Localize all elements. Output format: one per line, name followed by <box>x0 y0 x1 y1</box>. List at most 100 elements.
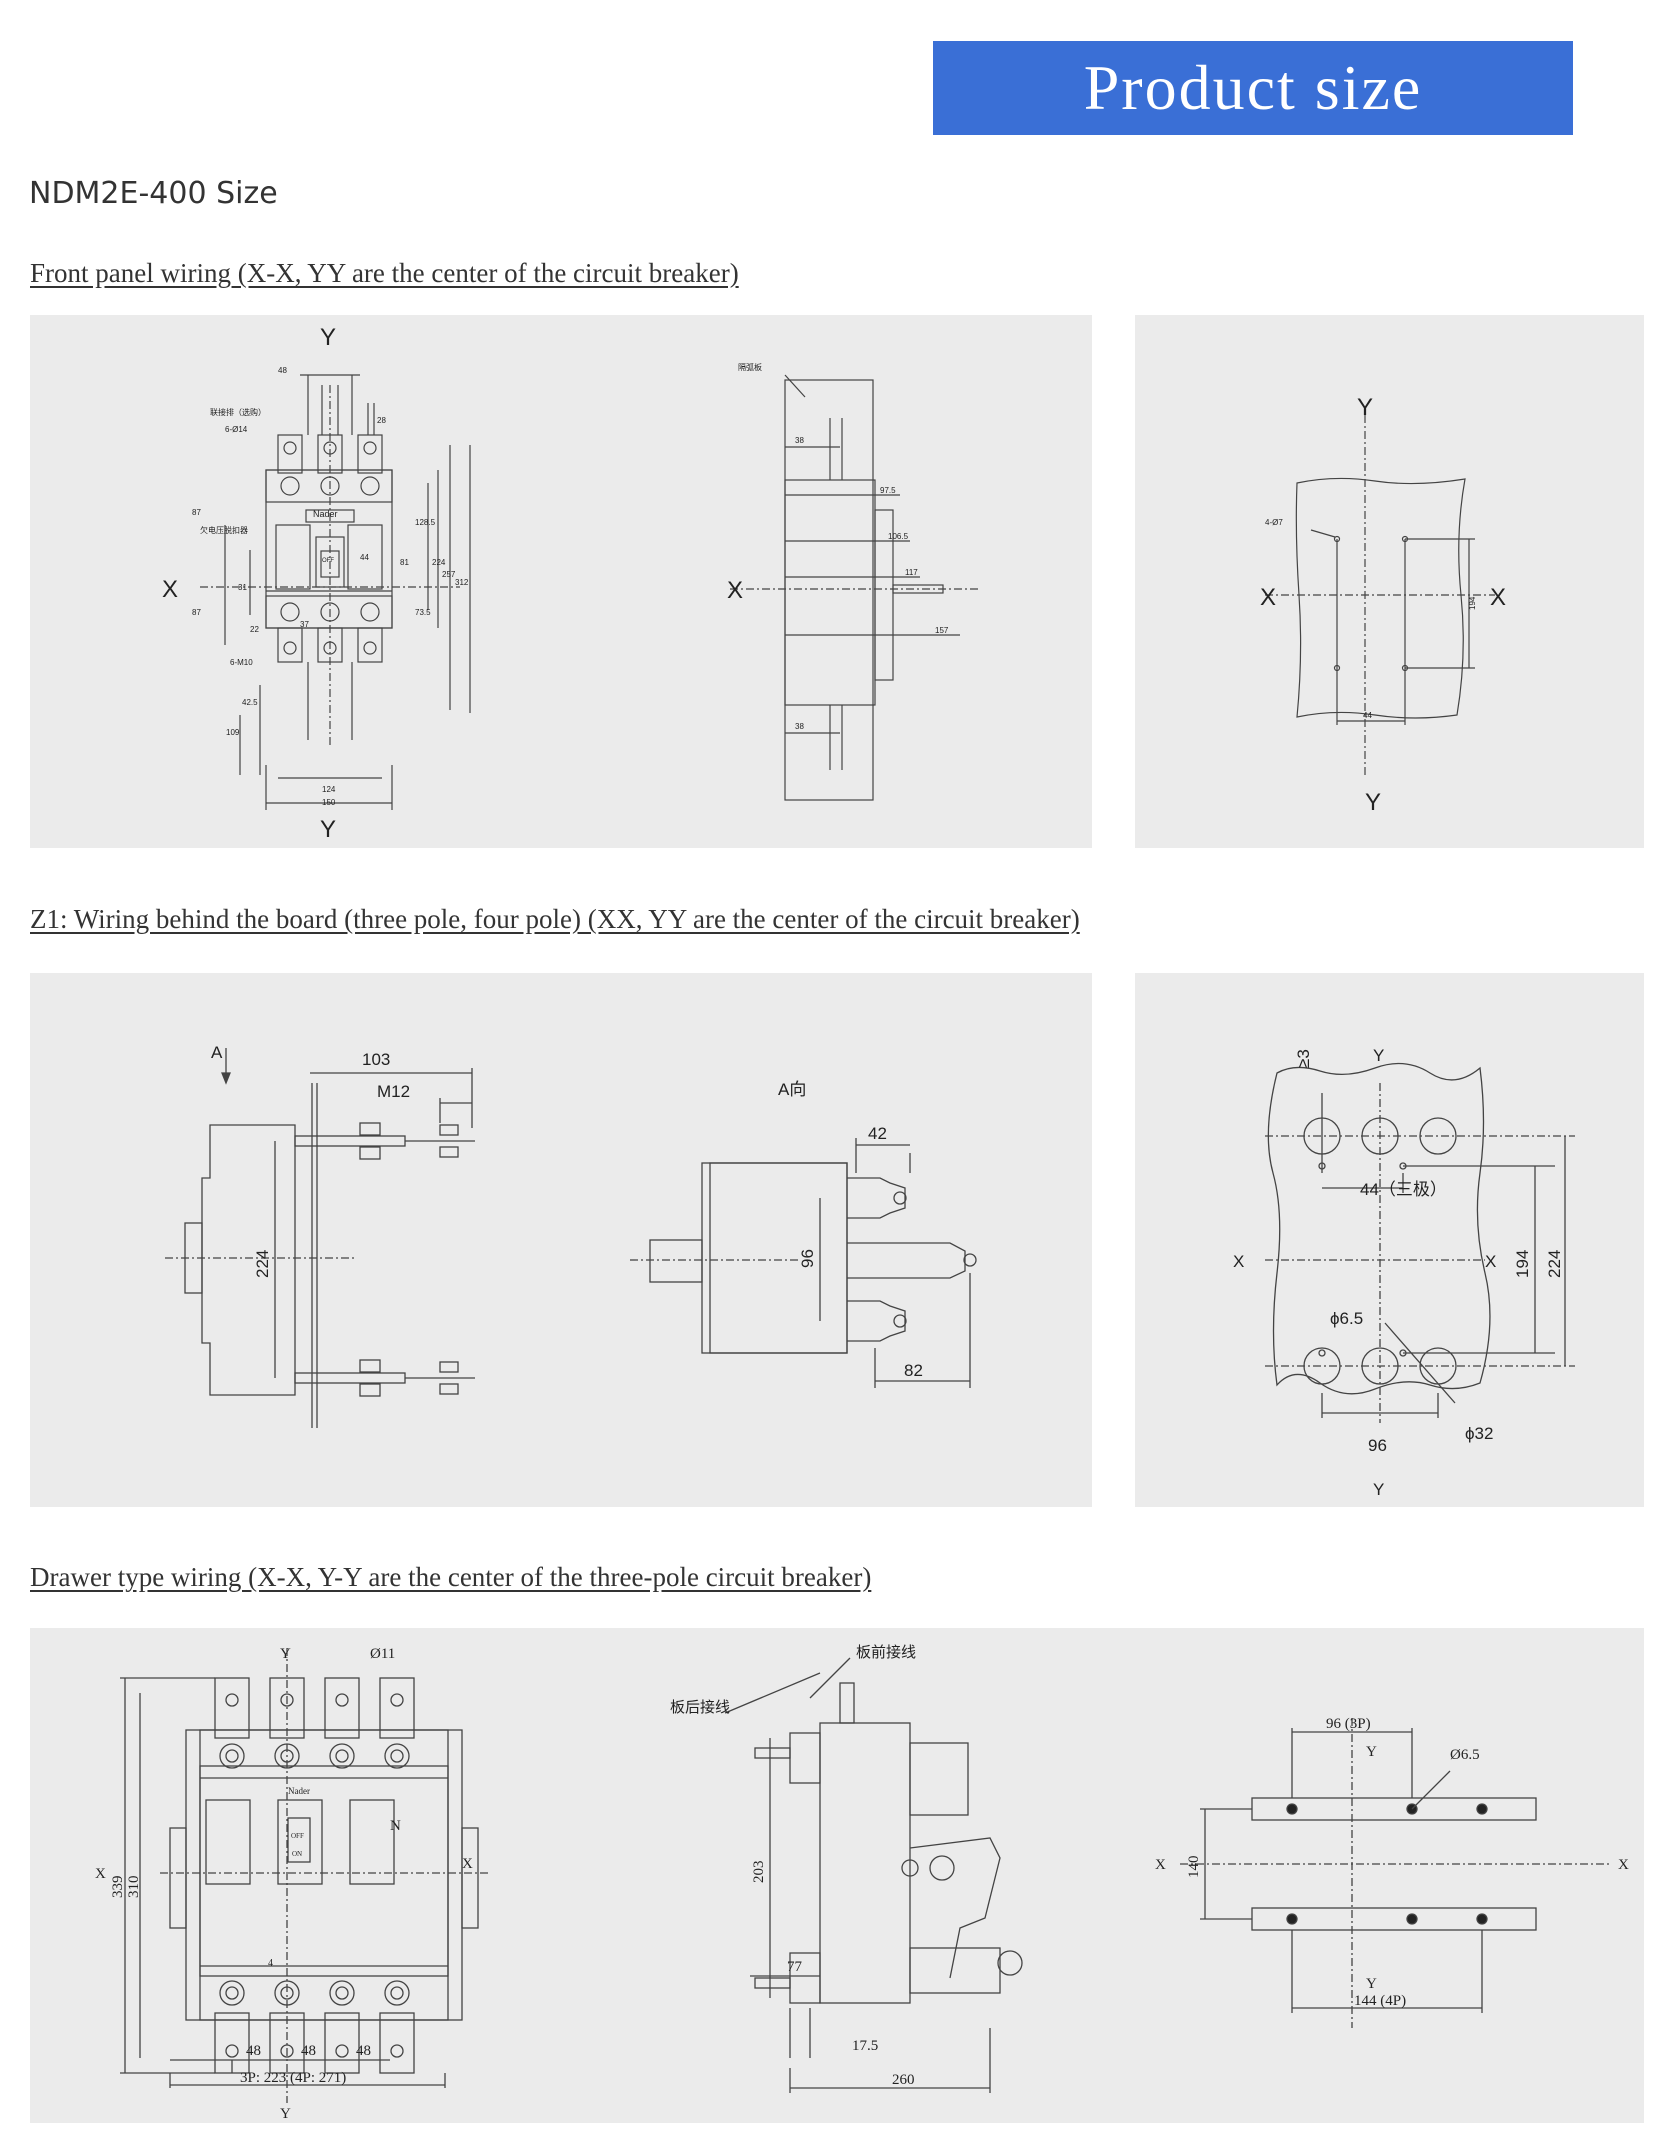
label-back-wiring: 板后接线 <box>670 1698 730 1716</box>
dim-ge3: ≥3 <box>1294 1049 1313 1068</box>
axis-y-top: Y <box>320 324 336 351</box>
axis-y-bottom-drill: Y <box>1365 789 1381 816</box>
dim-87a: 87 <box>192 508 201 517</box>
arrow-a-label: A <box>211 1043 223 1062</box>
dim-203: 203 <box>751 1861 767 1884</box>
dim-96-viewa: 96 <box>798 1249 817 1268</box>
axis-y-bottom: Y <box>320 816 336 843</box>
z1-drilling-svg: ≥3 Y Y X X 44（三极） 194 224 ϕ6.5 ϕ32 96 <box>1233 1046 1575 1499</box>
section-z1-title: Z1: Wiring behind the board (three pole,… <box>30 904 1080 934</box>
axis-x-front: X <box>162 576 178 603</box>
label-4-phi7: 4-Ø7 <box>1265 518 1283 527</box>
dim-42: 42 <box>868 1124 887 1143</box>
dim-44: 44 <box>360 553 369 562</box>
label-phi-11: Ø11 <box>370 1646 395 1662</box>
section-drawer-title: Drawer type wiring (X-X, Y-Y are the cen… <box>30 1562 872 1592</box>
dim-96-3p: 96 (3P) <box>1326 1716 1371 1732</box>
label-front-wiring: 板前接线 <box>856 1643 916 1661</box>
dim-22: 22 <box>250 625 259 634</box>
axis-y-bottom-drawer: Y <box>280 2106 291 2122</box>
dim-339: 339 <box>110 1876 126 1899</box>
drawer-pole-4: 4 <box>268 1958 273 1969</box>
dim-312: 312 <box>455 578 469 587</box>
axis-y-top-z1: Y <box>1373 1046 1384 1065</box>
label-screw: 6-M10 <box>230 658 253 667</box>
banner-title: Product size <box>1083 52 1423 123</box>
dim-37: 37 <box>300 620 309 629</box>
drawer-svg: Y Y X X Ø11 339 310 48 48 48 3P: 223 (4P… <box>95 1643 1629 2122</box>
front-drilling-svg: 4-Ø7 194 44 Y Y X X <box>1260 394 1506 816</box>
dim-28: 28 <box>377 416 386 425</box>
dim-128-5: 128.5 <box>415 518 436 527</box>
dim-140: 140 <box>1186 1856 1202 1879</box>
front-drilling-panel: 4-Ø7 194 44 Y Y X X <box>1135 315 1644 848</box>
brand-label: Nader <box>313 509 338 519</box>
axis-y-bottom-drawer-drill: Y <box>1366 1976 1377 1992</box>
label-n-pole: N <box>390 1818 401 1834</box>
axis-x-side: X <box>727 577 743 604</box>
view-a-title: A向 <box>778 1080 806 1099</box>
label-undervoltage: 欠电压脱扣器 <box>200 525 248 535</box>
dim-48a: 48 <box>246 2043 261 2059</box>
axis-x-left-z1: X <box>1233 1252 1244 1271</box>
dim-224-z1-drill: 224 <box>1545 1250 1564 1278</box>
dim-150: 150 <box>322 798 336 807</box>
model-title: NDM2E-400 Size <box>29 176 278 211</box>
front-panel-drawings: 48 28 联接排（选购） 6-Ø14 欠电压脱扣器 6-M10 Nader O… <box>30 315 1092 848</box>
dim-48c: 48 <box>356 2043 371 2059</box>
dim-44-three-pole: 44（三极） <box>1360 1180 1447 1199</box>
drawer-drawings: Y Y X X Ø11 339 310 48 48 48 3P: 223 (4P… <box>30 1628 1644 2123</box>
dim-224: 224 <box>432 558 446 567</box>
axis-x-right-drill: X <box>1490 584 1506 611</box>
dim-117: 117 <box>905 568 918 577</box>
z1-drawings: A 103 M12 224 A向 42 96 82 <box>30 973 1092 1507</box>
dim-103: 103 <box>362 1050 390 1069</box>
dim-106-5: 106.5 <box>888 532 909 541</box>
dim-87b: 87 <box>192 608 201 617</box>
dim-257: 257 <box>442 570 456 579</box>
axis-x-right-drawer: X <box>462 1856 473 1872</box>
dim-96-z1: 96 <box>1368 1436 1387 1455</box>
label-phi-6-5-drawer: Ø6.5 <box>1450 1747 1480 1763</box>
axis-x-left-drawer-drill: X <box>1155 1857 1166 1873</box>
dim-48: 48 <box>278 366 287 375</box>
label-phi-6-5: ϕ6.5 <box>1330 1309 1363 1328</box>
front-panel-svg: 48 28 联接排（选购） 6-Ø14 欠电压脱扣器 6-M10 Nader O… <box>162 324 980 843</box>
dim-42-5: 42.5 <box>242 698 258 707</box>
drawer-brand: Nader <box>288 1786 310 1796</box>
dim-38a: 38 <box>795 436 804 445</box>
dim-38b: 38 <box>795 722 804 731</box>
axis-y-top-drawer: Y <box>280 1646 291 1662</box>
dim-157: 157 <box>935 626 949 635</box>
dim-144-4p: 144 (4P) <box>1354 1993 1406 2009</box>
dim-44-drill: 44 <box>1363 711 1372 720</box>
axis-y-top-drill: Y <box>1357 394 1373 421</box>
z1-drilling-panel: ≥3 Y Y X X 44（三极） 194 224 ϕ6.5 ϕ32 96 <box>1135 973 1644 1507</box>
axis-x-right-z1: X <box>1485 1252 1496 1271</box>
label-arc-plate: 隔弧板 <box>738 362 762 372</box>
axis-y-top-drawer-drill: Y <box>1366 1744 1377 1760</box>
axis-x-left-drill: X <box>1260 584 1276 611</box>
axis-x-right-drawer-drill: X <box>1618 1857 1629 1873</box>
dim-17-5: 17.5 <box>852 2038 878 2054</box>
dim-82: 82 <box>904 1361 923 1380</box>
dim-194: 194 <box>1468 596 1477 610</box>
dim-97-5: 97.5 <box>880 486 896 495</box>
dim-124: 124 <box>322 785 336 794</box>
dim-109: 109 <box>226 728 240 737</box>
dim-73-5: 73.5 <box>415 608 431 617</box>
drawer-on: ON <box>292 1850 302 1858</box>
dim-width-3p-4p: 3P: 223 (4P: 271) <box>240 2070 346 2086</box>
label-link-bar: 联接排（选购） <box>210 407 266 417</box>
dim-194-z1: 194 <box>1513 1250 1532 1278</box>
handle-off-label: OFF <box>322 558 334 564</box>
product-size-banner: Product size <box>933 41 1573 135</box>
dim-31: 31 <box>238 583 247 592</box>
axis-x-left-drawer: X <box>95 1866 106 1882</box>
dim-310: 310 <box>126 1876 142 1899</box>
dim-48b: 48 <box>301 2043 316 2059</box>
dim-224-z1: 224 <box>253 1250 272 1278</box>
section-front-panel-title: Front panel wiring (X-X, YY are the cent… <box>30 258 739 288</box>
dim-77: 77 <box>787 1959 803 1975</box>
label-m12: M12 <box>377 1082 410 1101</box>
